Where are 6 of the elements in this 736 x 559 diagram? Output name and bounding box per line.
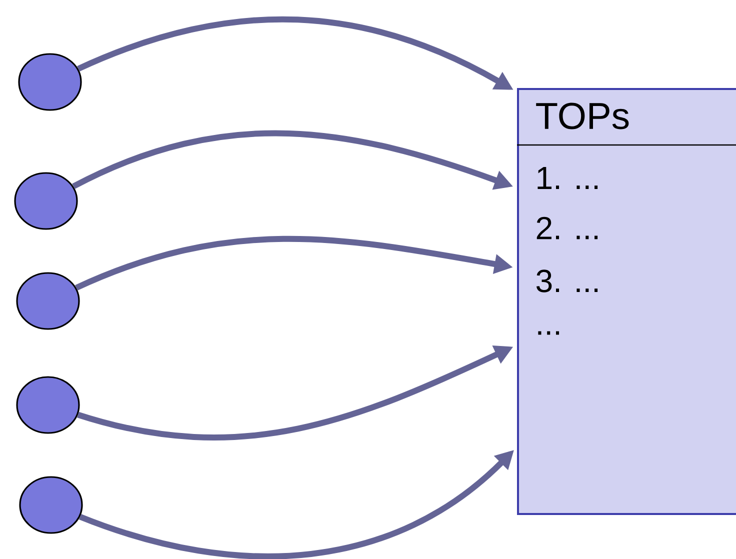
circle (16, 376, 80, 434)
circle (16, 272, 80, 330)
circle (14, 172, 78, 230)
circle (19, 476, 83, 534)
circle (18, 53, 82, 111)
list-box: TOPs 1. ... 2. ... 3. ... ... (517, 88, 736, 515)
